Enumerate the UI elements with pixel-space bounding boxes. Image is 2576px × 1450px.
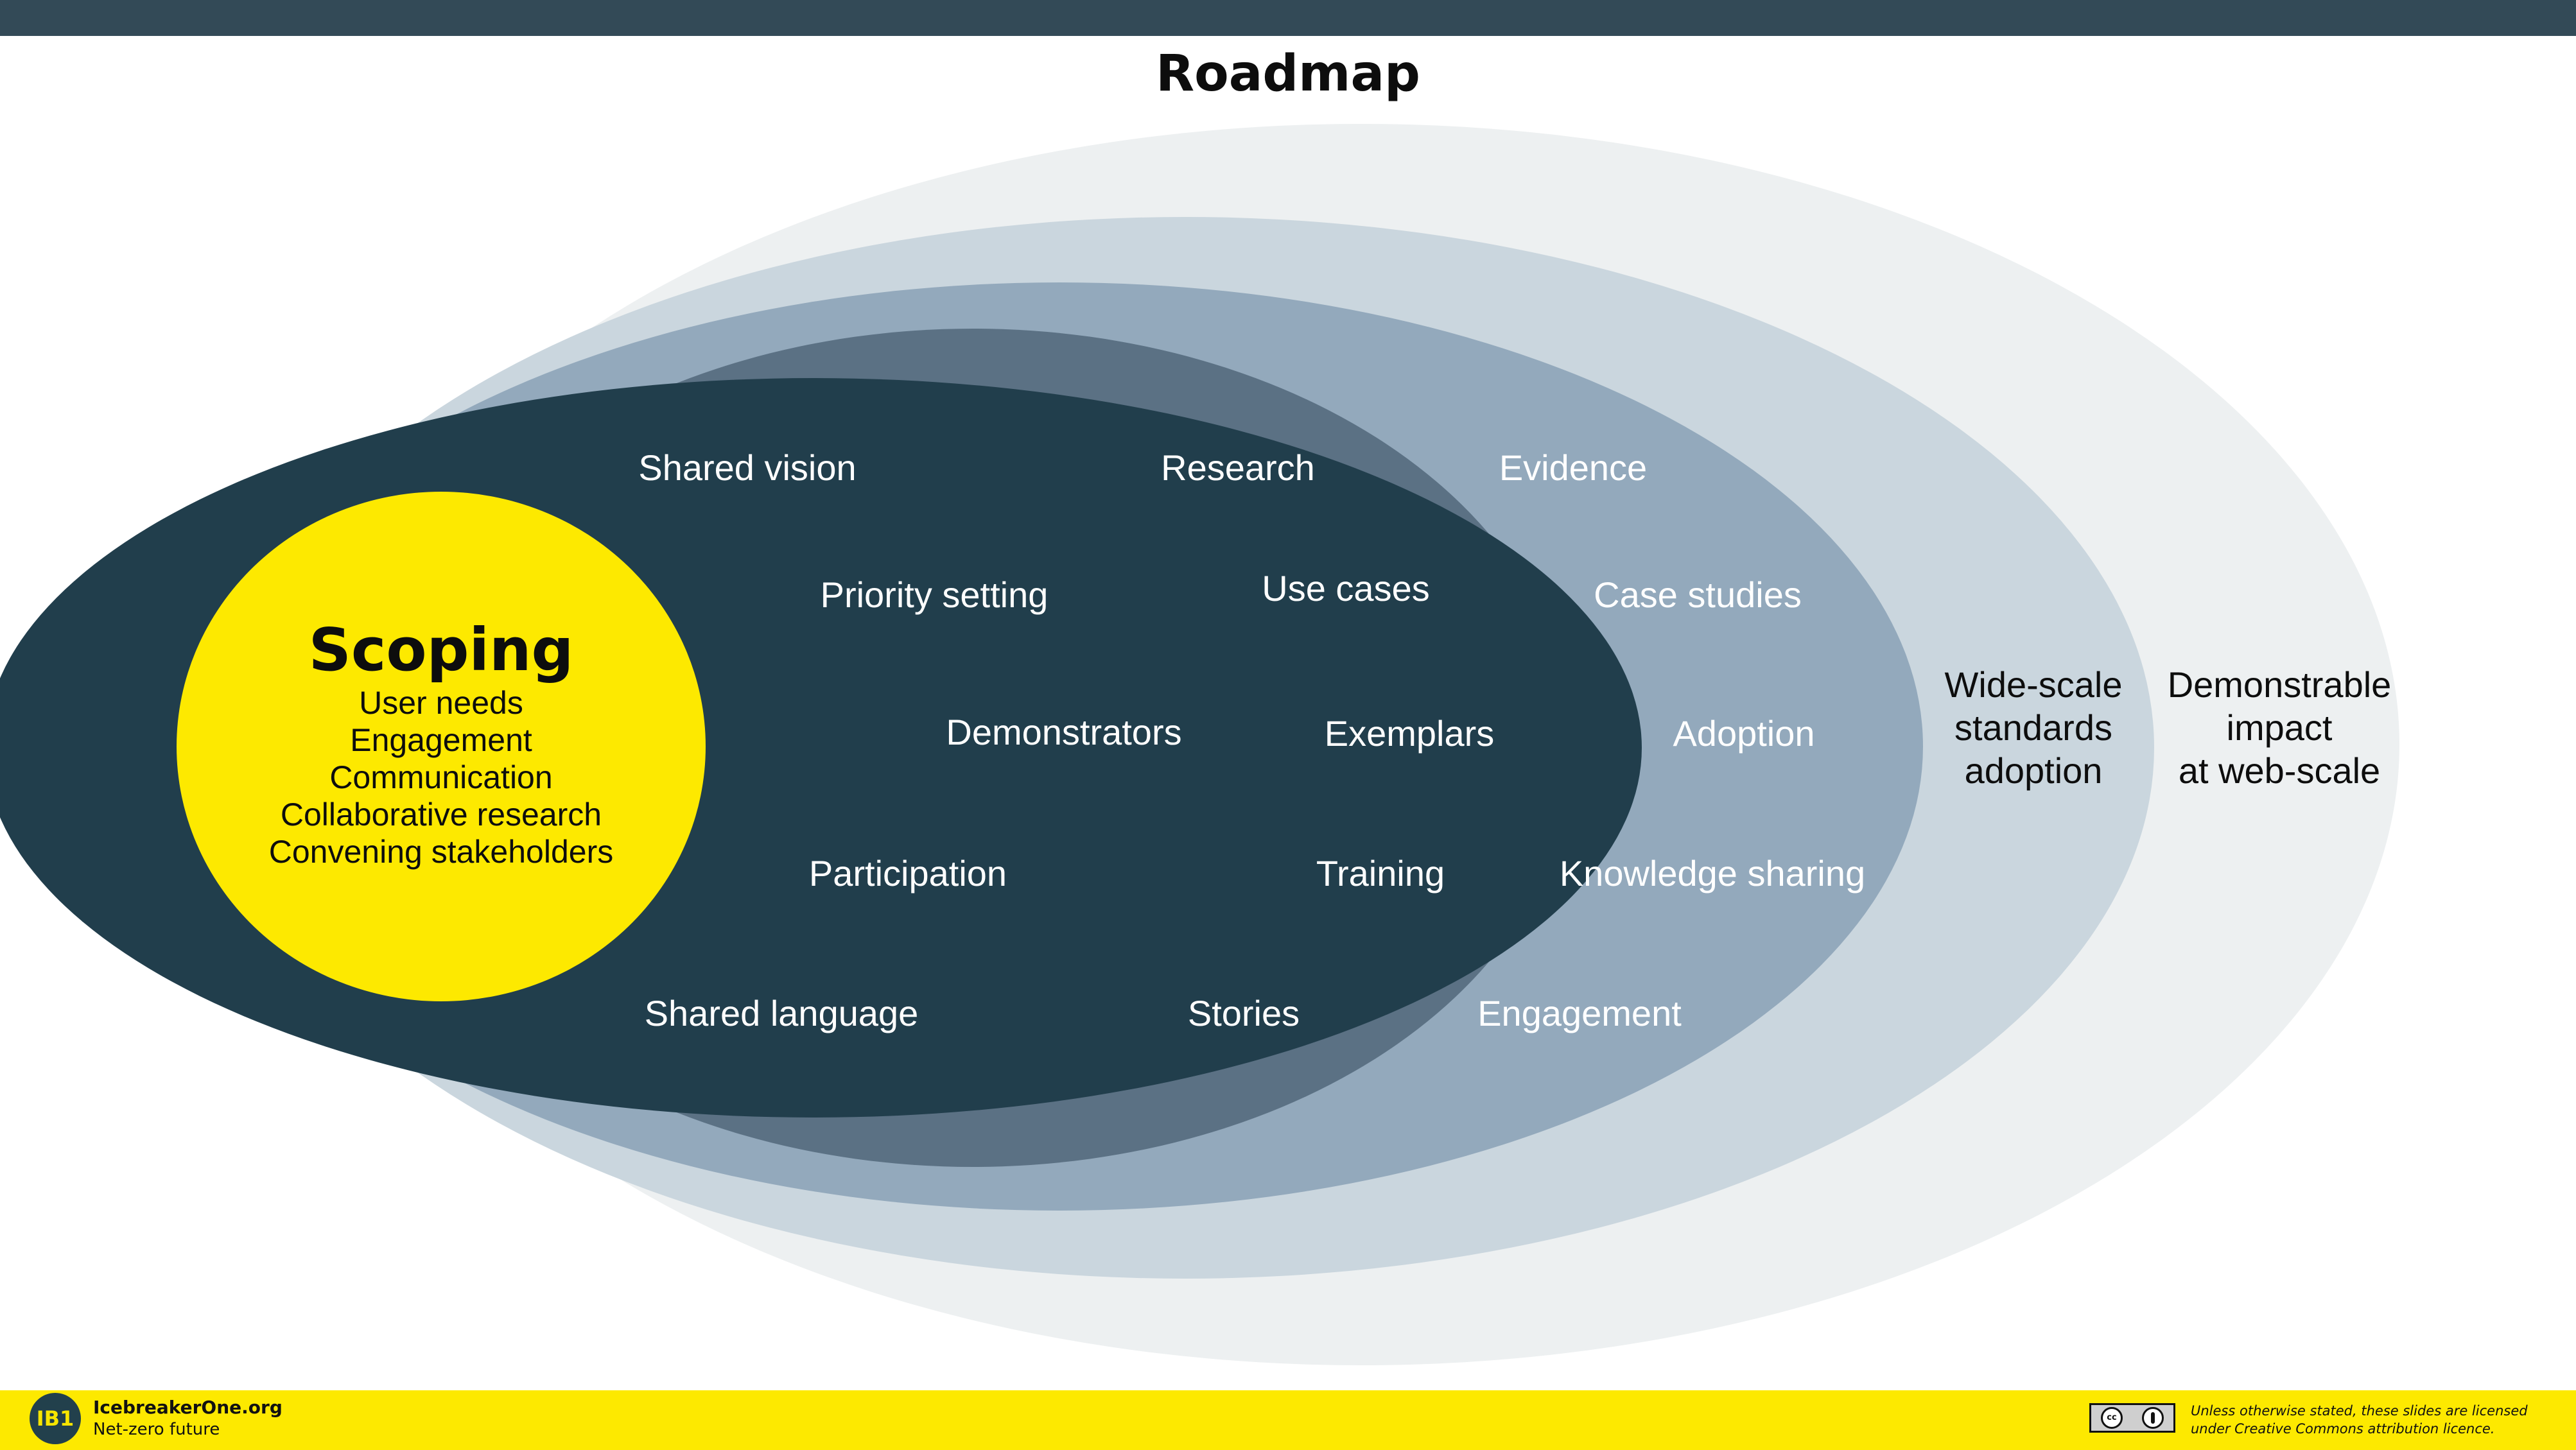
ring2-priority-setting: Priority setting [821,574,1049,615]
ring4-adoption: Adoption [1673,713,1815,754]
ring2-shared-vision: Shared vision [638,447,856,488]
ring5-line-2: standards [1954,707,2112,748]
license-text-line-2: under Creative Commons attribution licen… [2191,1421,2495,1437]
ring2-shared-language: Shared language [645,993,919,1033]
ib1-logo-icon: IB1 [30,1393,81,1444]
scoping-item-communication: Communication [329,759,552,795]
scoping-item-engagement: Engagement [350,722,532,758]
scoping-item-convening-stakeholders: Convening stakeholders [269,834,613,870]
top-bar [0,0,2576,36]
ring6-line-3: at web-scale [2179,750,2380,791]
ring5-line-3: adoption [1965,750,2103,791]
scoping-ellipse [177,492,706,1001]
ring3-training: Training [1316,853,1445,893]
ring2-participation: Participation [809,853,1007,893]
license-text-line-1: Unless otherwise stated, these slides ar… [2191,1403,2528,1419]
ring3-exemplars: Exemplars [1325,713,1495,754]
ring3-stories: Stories [1188,993,1300,1033]
ring6-line-2: impact [2227,707,2333,748]
ring3-research: Research [1161,447,1315,488]
ring4-evidence: Evidence [1499,447,1647,488]
creative-commons-badge: cc [2089,1403,2175,1433]
ring2-demonstrators: Demonstrators [946,712,1181,752]
ring5-line-1: Wide-scale [1945,664,2123,705]
slide-title: Roadmap [1156,45,1420,103]
ring4-knowledge-sharing: Knowledge sharing [1560,853,1865,893]
cc-icon: cc [2101,1407,2123,1429]
scoping-item-user-needs: User needs [359,685,523,721]
footer-tagline: Net-zero future [93,1420,220,1439]
scoping-item-collaborative-research: Collaborative research [281,797,602,833]
footer-organization: IcebreakerOne.org [93,1397,283,1418]
ring4-engagement: Engagement [1477,993,1682,1033]
ring6-line-1: Demonstrable [2168,664,2392,705]
attribution-icon [2142,1407,2164,1429]
ring4-case-studies: Case studies [1594,574,1802,615]
ring3-use-cases: Use cases [1262,568,1429,608]
scoping-title: Scoping [309,616,574,684]
footer-bar [0,1390,2576,1450]
